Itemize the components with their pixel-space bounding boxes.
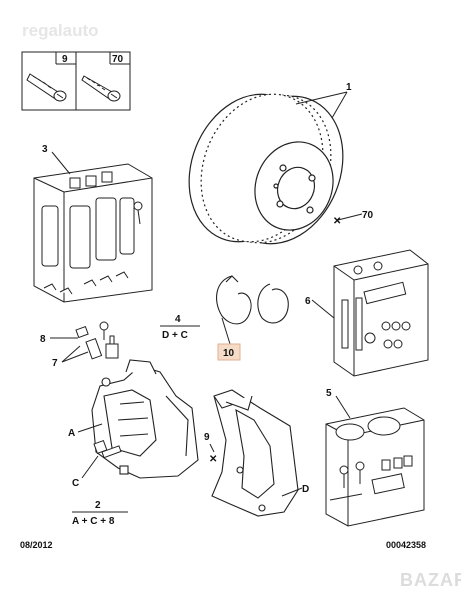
- screw-right-ref: 70: [112, 54, 124, 65]
- bleed-screw-icon: [75, 321, 109, 360]
- guide-kit-ref: 6: [305, 296, 311, 307]
- disc-screw-marker: ✕: [333, 216, 341, 227]
- spring-ref: 10: [223, 348, 235, 359]
- disc-leader-lines: [295, 91, 363, 221]
- caliper-icon: [91, 359, 199, 479]
- seal-kit-box-icon: [325, 407, 425, 527]
- disc-screw-ref: 70: [362, 210, 374, 221]
- bracket-screw-ref: 9: [204, 432, 210, 443]
- bleed-leader-lines: [50, 337, 89, 363]
- corner-watermark: BAZAR: [400, 570, 461, 590]
- screw-left-icon: [26, 73, 67, 102]
- seal-kit-ref: 5: [326, 388, 332, 399]
- spring-ref-highlight: [217, 343, 241, 361]
- pad-combo-text: D + C: [162, 330, 188, 341]
- caliper-bolt-ref: C: [72, 478, 79, 489]
- brake-disc-icon: [188, 93, 344, 245]
- spring-leader: [221, 317, 231, 345]
- caliper-ref: A: [68, 428, 75, 439]
- pad-kit-leader: [51, 151, 71, 175]
- seal-kit-leader: [335, 395, 351, 419]
- caliper-bolt-leader: [81, 455, 99, 479]
- bleed-cap-icon: [105, 335, 119, 359]
- screw-right-icon: [81, 75, 121, 102]
- pad-kit-ref: 3: [42, 144, 48, 155]
- bracket-screw-leader: [209, 443, 215, 453]
- disc-ref: 1: [346, 82, 352, 93]
- footer-doc-number: 00042358: [386, 540, 426, 550]
- bleed-cap-ref: 7: [52, 358, 58, 369]
- guide-kit-leader: [311, 299, 335, 319]
- bracket-screw-marker: ✕: [209, 454, 217, 465]
- bracket-leader: [281, 487, 303, 497]
- spring-clip-icon: [216, 275, 289, 325]
- caliper-bolt-icon: [93, 439, 122, 459]
- screw-box: [21, 51, 131, 111]
- bracket-ref: D: [302, 484, 309, 495]
- caliper-set-ref: 2: [95, 500, 101, 511]
- pad-kit-box-icon: [33, 163, 153, 303]
- caliper-bracket-icon: [211, 389, 299, 517]
- footer-date: 08/2012: [20, 540, 53, 550]
- caliper-set-text: A + C + 8: [72, 516, 115, 527]
- caliper-leader: [77, 423, 103, 433]
- watermark-text: regalauto: [22, 21, 99, 40]
- bleed-screw-ref: 8: [40, 334, 46, 345]
- guide-kit-box-icon: [333, 249, 429, 377]
- screw-left-ref: 9: [62, 54, 68, 65]
- pad-combo-ref: 4: [175, 314, 181, 325]
